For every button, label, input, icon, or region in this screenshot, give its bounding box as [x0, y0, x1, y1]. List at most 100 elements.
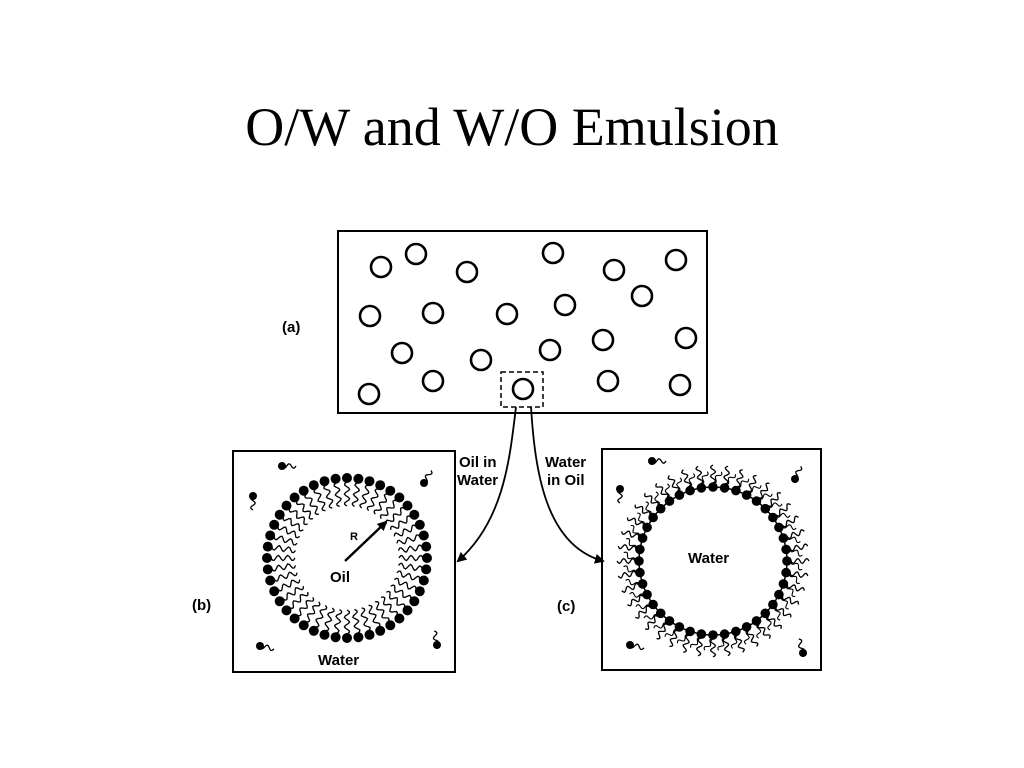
surfactant-tail — [725, 474, 736, 485]
surfactant-head — [778, 533, 789, 543]
free-surfactant-head — [249, 492, 257, 500]
surfactant-head — [760, 608, 771, 619]
surfactant-head — [696, 483, 707, 493]
surfactant-tail — [277, 526, 301, 539]
surfactant-head — [364, 476, 375, 487]
surfactant-head — [741, 490, 752, 500]
surfactant-tail — [398, 562, 423, 572]
surfactant-tail — [396, 534, 421, 545]
surfactant-head — [409, 596, 420, 607]
free-surfactant-head — [420, 479, 428, 487]
surfactant-tail — [282, 516, 304, 532]
surfactant-tail — [789, 543, 809, 552]
surfactant-head — [634, 556, 644, 566]
water-droplet-interface — [616, 464, 810, 658]
surfactant-tail — [360, 607, 371, 632]
surfactant-head — [642, 589, 652, 600]
droplet — [553, 293, 577, 317]
surfactant-head — [648, 512, 658, 523]
surfactant-head — [642, 522, 652, 533]
droplet — [538, 338, 562, 362]
surfactant-tail — [379, 499, 397, 519]
surfactant-tail — [782, 524, 797, 531]
surfactant-tail — [313, 488, 326, 512]
surfactant-tail — [781, 596, 800, 605]
surfactant-tail — [623, 565, 637, 574]
surfactant-tail — [790, 557, 810, 565]
surfactant-tail — [390, 515, 412, 530]
free-surfactant-head — [791, 475, 799, 483]
surfactant-head — [262, 541, 273, 552]
surfactant-tail — [709, 638, 717, 658]
surfactant-tail — [277, 579, 301, 592]
droplet — [404, 242, 428, 266]
surfactant-head — [319, 629, 330, 640]
surfactant-tail — [375, 601, 390, 623]
arrow-right-line-2: in Oil — [547, 472, 585, 489]
surfactant-head — [760, 503, 771, 514]
surfactant-tail — [288, 508, 308, 526]
surfactant-tail — [645, 501, 652, 516]
surfactant-head — [648, 599, 658, 610]
surfactant-tail — [343, 609, 351, 635]
surfactant-head — [781, 544, 791, 555]
surfactant-tail — [700, 471, 709, 485]
free-surfactant-head — [256, 642, 264, 650]
panel-b-label: (b) — [192, 597, 211, 614]
surfactant-tail — [270, 554, 296, 562]
surfactant-tail — [730, 634, 738, 649]
surfactant-tail — [393, 524, 417, 537]
surfactant-tail — [644, 492, 659, 506]
radius-label: R — [350, 531, 358, 543]
panel-c-frame — [601, 448, 822, 671]
surfactant-head — [696, 629, 707, 639]
free-surfactant-head — [626, 641, 634, 649]
surfactant-head — [319, 476, 330, 487]
surfactant-tail — [767, 616, 782, 630]
surfactant-head — [353, 473, 364, 484]
surfactant-tail — [717, 637, 726, 651]
droplet — [596, 369, 620, 393]
surfactant-tail — [343, 481, 351, 507]
surfactant-head — [674, 622, 685, 632]
surfactant-head — [385, 620, 396, 631]
surfactant-tail — [351, 482, 361, 507]
surfactant-head — [330, 473, 341, 484]
surfactant-tail — [775, 606, 792, 618]
surfactant-tail — [695, 637, 703, 657]
surfactant-tail — [271, 563, 297, 572]
surfactant-head — [685, 485, 695, 496]
surfactant-tail — [676, 477, 683, 492]
surfactant-head — [782, 556, 792, 566]
surfactant-tail — [713, 471, 723, 484]
surfactant-tail — [775, 512, 791, 518]
surfactant-tail — [381, 596, 399, 616]
arrow-oil-in-water — [456, 406, 517, 563]
surfactant-tail — [790, 561, 803, 571]
surfactant-tail — [654, 491, 660, 507]
surfactant-head — [385, 485, 396, 496]
arrow-left-line-1: Oil in — [459, 454, 497, 471]
surfactant-tail — [758, 482, 770, 499]
droplet — [455, 260, 479, 284]
droplet — [511, 377, 535, 401]
surfactant-tail — [709, 464, 717, 484]
surfactant-tail — [688, 473, 696, 488]
surfactant-head — [375, 625, 386, 636]
surfactant-tail — [305, 601, 321, 623]
panel-a-frame — [337, 230, 708, 414]
free-surfactant-head — [278, 462, 286, 470]
surfactant-tail — [635, 604, 651, 610]
surfactant-head — [394, 613, 405, 624]
surfactant-tail — [736, 478, 750, 488]
surfactant-tail — [775, 503, 791, 517]
surfactant-tail — [786, 528, 805, 540]
surfactant-head — [418, 575, 429, 586]
surfactant-tail — [734, 634, 746, 653]
surfactant-head — [655, 503, 666, 514]
surfactant-head — [402, 500, 413, 511]
surfactant-tail — [295, 500, 313, 520]
surfactant-tail — [623, 551, 636, 561]
droplet — [469, 348, 493, 372]
